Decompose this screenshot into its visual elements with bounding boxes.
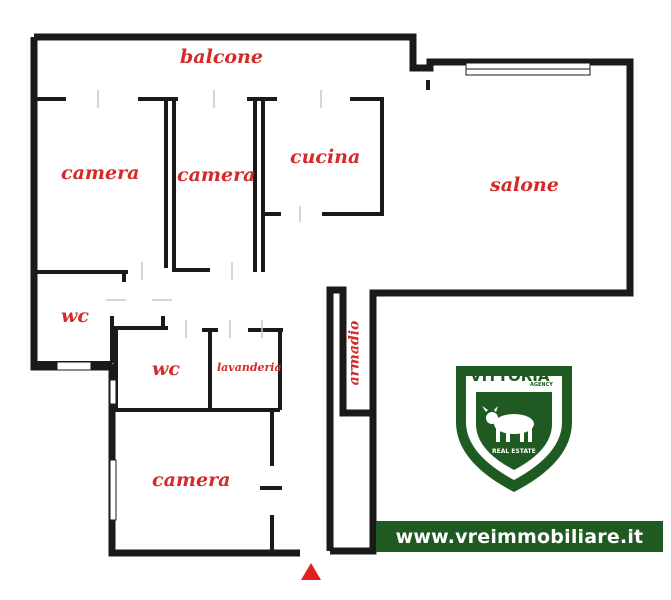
room-label-cucina: cucina <box>290 146 361 168</box>
door-gaps <box>97 90 322 338</box>
windows <box>56 62 591 521</box>
room-label-salone: salone <box>490 174 559 196</box>
bull-shield-icon <box>456 366 572 492</box>
room-label-balcone: balcone <box>180 46 263 68</box>
room-label-camera-bottom: camera <box>152 469 231 491</box>
room-label-wc-left: wc <box>61 305 89 327</box>
logo-brand: VITTORIA <box>470 367 550 385</box>
room-label-armadio: armadio <box>346 320 363 386</box>
website-banner[interactable]: www.vreimmobiliare.it <box>376 521 663 552</box>
logo-tagline: REAL ESTATE <box>492 448 536 455</box>
inner-walls <box>36 80 430 553</box>
room-label-wc-center: wc <box>152 358 180 380</box>
room-label-camera-left: camera <box>61 162 140 184</box>
entrance-triangle-icon <box>301 563 321 580</box>
room-label-camera-middle: camera <box>177 164 256 186</box>
room-label-lavanderia: lavanderia <box>217 361 282 374</box>
logo-agency: AGENCY <box>530 382 553 388</box>
vittoria-logo: VITTORIA AGENCY REAL ESTATE <box>452 362 576 494</box>
